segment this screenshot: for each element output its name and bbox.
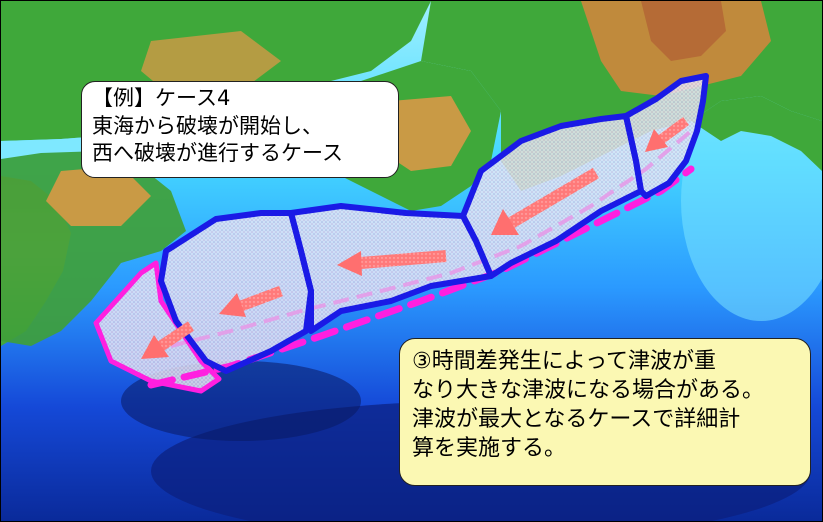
rupture-arrow-4 xyxy=(219,285,283,317)
rupture-arrow-1 xyxy=(645,116,689,152)
segment-nankai-west-outline xyxy=(158,210,314,374)
rupture-arrow-3 xyxy=(337,250,447,276)
segment-nankai-east-outline xyxy=(288,203,494,334)
mountains-high xyxy=(641,1,726,61)
note-line-3: 津波が最大となるケースで詳細計 xyxy=(412,407,741,433)
note-callout: ③時間差発生によって津波が重 なり大きな津波になる場合がある。 津波が最大となる… xyxy=(399,338,811,486)
mountains-kii xyxy=(381,96,471,171)
note-line-1: ③時間差発生によって津波が重 xyxy=(412,349,716,374)
inner-dashed-line xyxy=(170,129,693,348)
example-case-callout: 【例】ケース4 東海から破壊が開始し、 西へ破壊が進行するケース xyxy=(81,81,399,178)
rupture-arrow-2 xyxy=(491,167,600,235)
example-case-line-2: 東海から破壊が開始し、 xyxy=(92,113,323,138)
segment-nankai-west xyxy=(161,213,311,371)
izu-tokyo-area xyxy=(691,96,822,171)
rupture-arrow-5 xyxy=(141,321,195,359)
example-case-heading: 【例】ケース4 xyxy=(92,86,231,110)
segment-tokai-outline xyxy=(623,73,709,199)
note-line-2: なり大きな津波になる場合がある。 xyxy=(412,378,765,404)
mountains-shikoku xyxy=(46,166,151,226)
segment-hyuganada xyxy=(96,263,219,391)
segment-hyuganada-outline xyxy=(93,260,222,394)
mountains-chugoku xyxy=(141,31,281,96)
example-case-line-3: 西へ破壊が進行するケース xyxy=(92,141,343,166)
note-line-4: 算を実施する。 xyxy=(412,436,567,462)
